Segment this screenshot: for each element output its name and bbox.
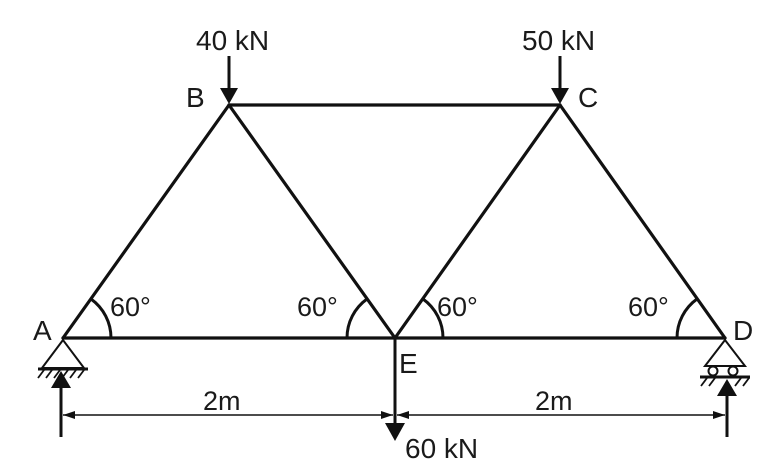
roller-support-d [700, 338, 750, 387]
load-arrow-e [385, 338, 405, 441]
dimension-label-ae: 2m [203, 386, 241, 416]
load-label-b: 40 kN [196, 25, 269, 56]
node-label-b: B [186, 82, 205, 113]
pin-support-a [37, 338, 88, 379]
angle-label-d: 60° [628, 292, 669, 322]
angle-arcs [90, 297, 698, 339]
dimension-line-ae [63, 411, 393, 419]
node-label-d: D [733, 315, 753, 346]
angle-label-e-left: 60° [297, 292, 338, 322]
angle-arc-d [675, 297, 698, 339]
load-arrow-c [551, 56, 569, 104]
load-label-c: 50 kN [522, 25, 595, 56]
arrow-down-icon [551, 88, 569, 104]
reaction-arrow-d [717, 379, 737, 437]
node-label-e: E [399, 348, 418, 379]
member-cd [558, 103, 727, 340]
arrow-down-icon [385, 423, 405, 441]
load-label-e: 60 kN [405, 433, 478, 464]
dimension-label-ed: 2m [535, 386, 573, 416]
angle-arc-e-left [345, 297, 368, 339]
angle-arc-e-right [422, 297, 445, 339]
reaction-arrow-a [51, 371, 71, 437]
member-ec [393, 103, 562, 340]
dimension-line-ed [397, 411, 725, 419]
node-label-a: A [33, 315, 52, 346]
arrow-up-icon [717, 379, 737, 396]
member-be [227, 103, 397, 340]
load-arrow-b [220, 56, 238, 104]
angle-label-a: 60° [110, 292, 151, 322]
angle-label-e-right: 60° [437, 292, 478, 322]
arrow-up-icon [51, 371, 71, 388]
angle-arc-a [90, 297, 113, 339]
arrow-down-icon [220, 88, 238, 104]
truss-members [61, 103, 727, 340]
member-ab [61, 103, 231, 340]
node-label-c: C [578, 82, 598, 113]
